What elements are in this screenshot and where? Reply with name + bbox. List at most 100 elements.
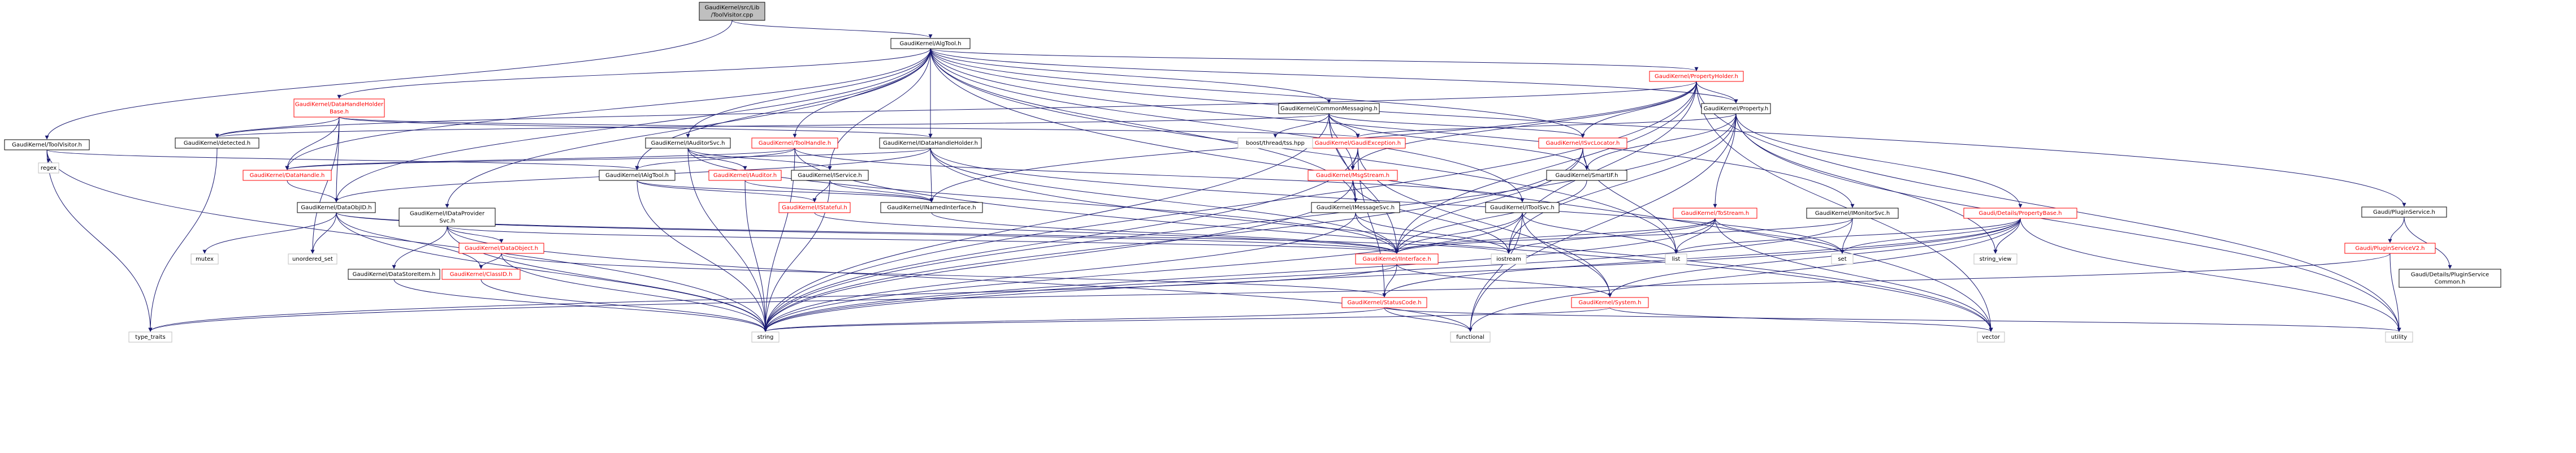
node-ialgtool[interactable]: GaudiKernel/IAlgTool.h bbox=[599, 170, 676, 181]
node-box bbox=[128, 331, 172, 343]
node-label: Gaudi/PluginServiceV2.h bbox=[2356, 245, 2425, 252]
edge-propertyholder-to-iinterface bbox=[1395, 81, 1697, 254]
node-box bbox=[890, 38, 971, 49]
edge-propertyholder-to-isvclocator bbox=[1581, 81, 1697, 138]
edge-algtool-to-idataprovidersvc bbox=[445, 48, 931, 208]
edge-statuscode-to-utility bbox=[1384, 307, 2401, 332]
edge-datastoreitem-to-string bbox=[393, 279, 768, 332]
node-statuscode[interactable]: GaudiKernel/StatusCode.h bbox=[1341, 297, 1427, 308]
node-box bbox=[699, 2, 765, 21]
edge-propertyholder-to-string bbox=[763, 81, 1697, 332]
node-box bbox=[791, 170, 869, 181]
node-box bbox=[1546, 170, 1627, 181]
node-label: GaudiKernel/SmartIF.h bbox=[1556, 172, 1618, 179]
node-system[interactable]: GaudiKernel/System.h bbox=[1571, 297, 1649, 308]
edge-propertybase-to-functional bbox=[1468, 218, 2021, 332]
edge-algtool-to-commonmessaging bbox=[930, 48, 1331, 103]
node-label: GaudiKernel/IDataHandleHolder.h bbox=[883, 140, 978, 146]
node-datahandleholder[interactable]: GaudiKernel/IDataHandleHolder.h bbox=[879, 137, 982, 149]
node-box bbox=[708, 170, 782, 181]
edge-propertybase-to-string bbox=[763, 218, 2021, 332]
node-imessagesvc[interactable]: GaudiKernel/IMessageSvc.h bbox=[1311, 202, 1400, 213]
node-box bbox=[1355, 253, 1439, 265]
node-iauditor[interactable]: GaudiKernel/IAuditor.h bbox=[708, 170, 782, 181]
node-istateful[interactable]: GaudiKernel/IStateful.h bbox=[778, 202, 851, 213]
edge-iservice-to-istateful bbox=[812, 180, 830, 202]
edge-smartif-to-iinterface bbox=[1395, 180, 1587, 254]
edge-isvclocator-to-list bbox=[1582, 148, 1678, 254]
node-propertybase[interactable]: Gaudi/Details/PropertyBase.h bbox=[1963, 208, 2077, 219]
edge-toolvisitor_h-to-ialgtool bbox=[46, 149, 639, 170]
edge-imessagesvc-to-iinterface bbox=[1355, 212, 1399, 254]
node-inamedinterface[interactable]: GaudiKernel/INamedInterface.h bbox=[880, 202, 983, 213]
edge-algtool-to-dataobjid bbox=[334, 48, 931, 202]
edge-msgstream-to-iostream bbox=[1352, 180, 1511, 254]
edge-itsstream-to-string bbox=[763, 218, 1716, 332]
node-algtool[interactable]: GaudiKernel/AlgTool.h bbox=[890, 38, 971, 49]
node-label: GaudiKernel/IToolSvc.h bbox=[1490, 205, 1555, 211]
node-label: GaudiKernel/IAlgTool.h bbox=[605, 172, 669, 179]
edge-datahandleholder-to-datahandle bbox=[285, 148, 931, 170]
node-idetected[interactable]: GaudiKernel/detected.h bbox=[175, 137, 259, 149]
node-box bbox=[599, 170, 676, 181]
node-isvclocator[interactable]: GaudiKernel/ISvcLocator.h bbox=[1538, 137, 1627, 149]
node-auditorsvc[interactable]: GaudiKernel/IAuditorSvc.h bbox=[645, 137, 731, 149]
node-msgstream[interactable]: GaudiKernel/MsgStream.h bbox=[1308, 170, 1398, 181]
node-dataobjid[interactable]: GaudiKernel/DataObjID.h bbox=[297, 202, 376, 213]
edge-idataprovidersvc-to-iinterface bbox=[447, 226, 1399, 254]
node-label: GaudiKernel/DataHandle.h bbox=[250, 172, 325, 179]
node-label: GaudiKernel/StatusCode.h bbox=[1347, 300, 1421, 306]
node-label: GaudiKernel/Property.h bbox=[1704, 106, 1769, 112]
edge-propertyholder-to-utility bbox=[1696, 81, 2401, 332]
node-regex: regex bbox=[38, 162, 59, 174]
node-classid[interactable]: GaudiKernel/ClassID.h bbox=[441, 269, 521, 280]
node-gaudiexception[interactable]: GaudiKernel/GaudiException.h bbox=[1310, 137, 1406, 149]
node-toolhandle[interactable]: GaudiKernel/ToolHandle.h bbox=[751, 137, 838, 149]
node-boostthread: boost/thread/tss.hpp bbox=[1237, 137, 1313, 149]
node-box bbox=[2361, 206, 2447, 218]
edge-toolvisitor_h-to-string bbox=[46, 149, 768, 332]
edge-plugin_svc-to-pluginservicev2 bbox=[2388, 217, 2405, 243]
edge-datahandleholder-to-set bbox=[930, 148, 1845, 254]
node-label: GaudiKernel/IService.h bbox=[798, 172, 862, 179]
node-datastoreitem[interactable]: GaudiKernel/DataStoreItem.h bbox=[348, 269, 440, 280]
node-label: GaudiKernel/DataHandleHolder bbox=[295, 102, 384, 108]
node-dataobject[interactable]: GaudiKernel/DataObject.h bbox=[458, 243, 544, 254]
node-datahandle[interactable]: GaudiKernel/DataHandle.h bbox=[243, 170, 332, 181]
edge-idataprovidersvc-to-dataobject bbox=[447, 226, 504, 243]
edge-property-to-utility bbox=[1735, 113, 2401, 332]
edge-imonitorsvc-to-string bbox=[763, 218, 1853, 332]
edge-dataobjid-to-string bbox=[336, 212, 768, 332]
node-itoolsvc[interactable]: GaudiKernel/IToolSvc.h bbox=[1485, 202, 1560, 213]
node-iservice[interactable]: GaudiKernel/IService.h bbox=[791, 170, 869, 181]
node-toolvisitor-h[interactable]: GaudiKernel/ToolVisitor.h bbox=[4, 139, 90, 150]
node-pluginservicev2[interactable]: Gaudi/PluginServiceV2.h bbox=[2344, 243, 2436, 254]
node-box bbox=[4, 139, 90, 150]
node-label: GaudiKernel/src/Lib bbox=[705, 5, 760, 11]
edge-algtool-to-property bbox=[930, 48, 1738, 103]
node-itsstream[interactable]: GaudiKernel/ToStream.h bbox=[1673, 208, 1757, 219]
node-box bbox=[1311, 202, 1400, 213]
node-property[interactable]: GaudiKernel/Property.h bbox=[1701, 103, 1771, 114]
node-imonitorsvc[interactable]: GaudiKernel/IMonitorSvc.h bbox=[1806, 208, 1899, 219]
edge-datahandleholderbase-to-gaudiexception bbox=[339, 117, 1360, 138]
node-label: GaudiKernel/ToStream.h bbox=[1681, 210, 1749, 217]
node-iostream: iostream bbox=[1491, 253, 1527, 265]
node-label: mutex bbox=[196, 256, 214, 262]
node-box bbox=[1665, 253, 1687, 265]
node-plugin-svc[interactable]: Gaudi/PluginService.h bbox=[2361, 206, 2447, 218]
node-vector: vector bbox=[1977, 331, 2005, 343]
edge-statuscode-to-functional bbox=[1384, 307, 1473, 332]
node-commonmessaging[interactable]: GaudiKernel/CommonMessaging.h bbox=[1278, 103, 1380, 114]
edge-itsstream-to-iostream bbox=[1506, 218, 1716, 254]
edge-propertyholder-to-iostream bbox=[1506, 81, 1697, 254]
node-smartif[interactable]: GaudiKernel/SmartIF.h bbox=[1546, 170, 1627, 181]
node-propertyholder[interactable]: GaudiKernel/PropertyHolder.h bbox=[1649, 71, 1744, 82]
node-label: GaudiKernel/IMonitorSvc.h bbox=[1815, 210, 1890, 217]
node-label: GaudiKernel/IMessageSvc.h bbox=[1317, 205, 1395, 211]
edge-idataprovidersvc-to-datastoreitem bbox=[392, 226, 448, 269]
node-iinterface[interactable]: GaudiKernel/IInterface.h bbox=[1355, 253, 1439, 265]
